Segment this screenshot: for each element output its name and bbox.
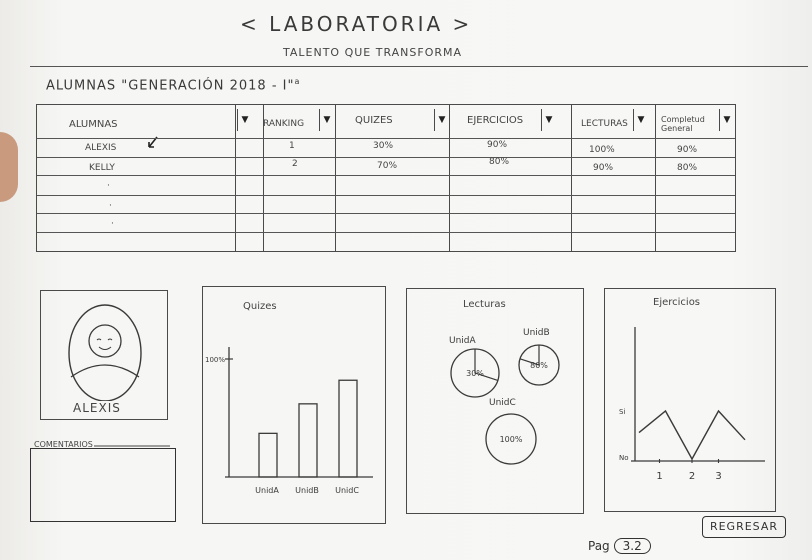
page-prefix: Pag	[588, 539, 610, 553]
row1-quizes: 30%	[373, 141, 394, 151]
table-title-sup: a	[294, 77, 301, 86]
row1-ejercicios: 90%	[487, 140, 508, 150]
row2-name[interactable]: KELLY	[89, 163, 115, 173]
lecturas-pie-label: UnidC	[489, 398, 516, 408]
ejercicios-x-label: 1	[656, 471, 662, 482]
sort-ranking-icon[interactable]: ▼	[319, 109, 334, 131]
finger	[0, 132, 18, 202]
sort-ejercicios-icon[interactable]: ▼	[541, 109, 556, 131]
ejercicios-x-label: 2	[689, 471, 695, 482]
quizes-chart-title: Quizes	[243, 301, 277, 312]
ejercicios-chart-title: Ejercicios	[653, 297, 701, 308]
ejercicios-line	[638, 409, 746, 461]
row-divider	[37, 157, 735, 158]
empty-marker: ·	[111, 219, 114, 229]
row2-ejercicios: 80%	[489, 157, 510, 167]
header-divider	[30, 66, 808, 67]
header-quizes[interactable]: QUIZES	[355, 115, 393, 126]
col-divider	[655, 105, 656, 251]
row1-completud: 90%	[677, 145, 698, 155]
lecturas-pie-value: 30%	[466, 369, 484, 378]
lecturas-chart-title: Lecturas	[463, 299, 506, 310]
quizes-bar	[298, 403, 318, 478]
table-title: ALUMNAS "GENERACIÓN 2018 - I"a	[46, 77, 300, 93]
app-tagline: TALENTO QUE TRANSFORMA	[283, 46, 463, 59]
lecturas-chart-panel: Lecturas 30% UnidA 80% UnidB 100% UnidC	[406, 288, 584, 514]
row-divider	[37, 232, 735, 233]
lecturas-pie-slice	[519, 345, 540, 366]
ejercicios-y-label: Si	[619, 408, 625, 416]
lecturas-pie-value: 80%	[530, 361, 548, 370]
comments-textarea[interactable]	[30, 448, 176, 522]
comments-label-line	[94, 445, 170, 447]
quizes-x-label: UnidA	[255, 486, 279, 495]
header-completud[interactable]: Completud General	[661, 115, 705, 133]
empty-marker: ·	[107, 181, 110, 191]
col-divider	[235, 105, 236, 251]
lecturas-pie-value: 100%	[500, 435, 523, 444]
table-title-text: ALUMNAS "GENERACIÓN 2018 - I"	[46, 78, 295, 94]
students-table: ALUMNAS RANKING QUIZES EJERCICIOS LECTUR…	[36, 104, 736, 252]
row1-lecturas: 100%	[589, 145, 615, 155]
row2-quizes: 70%	[377, 161, 398, 171]
sort-completud-icon[interactable]: ▼	[719, 109, 734, 131]
row-divider	[37, 175, 735, 176]
lecturas-pie-slice	[474, 349, 499, 381]
app-title: < LABORATORIA >	[240, 12, 473, 36]
header-alumnas[interactable]: ALUMNAS	[69, 119, 118, 130]
quizes-x-label: UnidB	[295, 486, 319, 495]
quizes-bar	[338, 379, 358, 478]
header-ranking[interactable]: RANKING	[263, 119, 305, 129]
profile-card: ALEXIS	[40, 290, 168, 420]
col-divider	[335, 105, 336, 251]
empty-marker: ·	[109, 201, 112, 211]
lecturas-pie-label: UnidA	[449, 336, 477, 346]
quizes-y-tick-label: 100%	[205, 356, 225, 364]
quizes-bar-chart: 100% UnidA UnidB UnidC	[205, 347, 373, 495]
lecturas-pie-label: UnidB	[523, 328, 550, 338]
quizes-bar	[258, 432, 278, 478]
row-divider	[37, 195, 735, 196]
col-divider	[571, 105, 572, 251]
row2-completud: 80%	[677, 163, 698, 173]
sort-lecturas-icon[interactable]: ▼	[633, 109, 648, 131]
comments-label: COMENTARIOS	[34, 440, 93, 449]
sort-quizes-icon[interactable]: ▼	[434, 109, 449, 131]
quizes-chart-panel: Quizes 100% UnidA UnidB UnidC	[202, 286, 386, 524]
row2-ranking: 2	[292, 159, 298, 169]
col-divider	[263, 105, 264, 251]
ejercicios-y-label: No	[619, 454, 629, 462]
header-ejercicios[interactable]: EJERCICIOS	[467, 115, 524, 126]
sort-alumnas-icon[interactable]: ▼	[237, 109, 252, 131]
row-divider	[37, 138, 735, 139]
back-button[interactable]: REGRESAR	[702, 516, 786, 538]
row-divider	[37, 213, 735, 214]
row1-name[interactable]: ALEXIS	[85, 143, 117, 153]
header-lecturas[interactable]: LECTURAS	[581, 119, 628, 129]
quizes-x-label: UnidC	[335, 486, 359, 495]
lecturas-pie-charts: 30% UnidA 80% UnidB 100% UnidC	[449, 328, 560, 465]
ejercicios-x-label: 3	[715, 471, 721, 482]
avatar-icon	[68, 304, 142, 401]
profile-name: ALEXIS	[73, 401, 121, 415]
row1-ranking: 1	[289, 141, 295, 151]
lecturas-pie	[485, 413, 537, 465]
page-number: 3.2	[613, 538, 651, 554]
row2-lecturas: 90%	[593, 163, 614, 173]
col-divider	[449, 105, 450, 251]
